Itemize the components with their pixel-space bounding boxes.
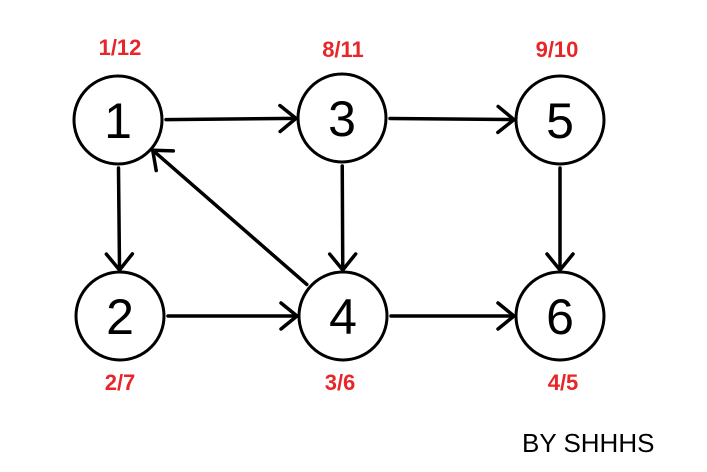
arrowhead-icon (278, 103, 298, 134)
edge-line (150, 148, 309, 287)
node-label: 3 (328, 91, 356, 147)
node-label: 2 (106, 289, 134, 345)
node-label: 4 (329, 289, 357, 345)
node-circle (514, 74, 606, 166)
arrowhead-icon (327, 252, 358, 272)
node-5: 5 (514, 74, 606, 166)
node-label: 6 (546, 289, 574, 345)
edges-layer (104, 103, 575, 331)
node-3-times: 8/11 (322, 37, 364, 62)
edge-3-to-4 (327, 164, 358, 272)
edge-line (388, 116, 516, 122)
node-circle (74, 270, 166, 362)
edge-4-to-1 (150, 148, 309, 287)
node-4: 4 (297, 270, 389, 362)
node-6-times: 4/5 (548, 370, 579, 395)
arrowhead-icon (496, 104, 516, 135)
edge-1-to-3 (164, 103, 298, 134)
credit-text: BY SHHHS (522, 428, 654, 458)
node-circle (296, 72, 388, 164)
arrowhead-icon (104, 252, 135, 272)
node-label: 5 (546, 93, 574, 149)
arrowhead-icon (150, 148, 176, 173)
node-circle (514, 270, 606, 362)
node-4-times: 3/6 (325, 370, 356, 395)
edge-2-to-4 (166, 301, 299, 331)
arrowhead-icon (545, 252, 575, 272)
nodes-layer: 1 2 3 4 5 6 (72, 72, 606, 362)
node-6: 6 (514, 270, 606, 362)
edge-4-to-6 (389, 301, 516, 331)
times-layer: 1/12 2/7 8/11 3/6 9/10 4/5 (99, 35, 579, 395)
node-1: 1 (72, 74, 164, 166)
node-3: 3 (296, 72, 388, 164)
node-2-times: 2/7 (105, 370, 136, 395)
arrowhead-icon (279, 301, 299, 331)
edge-3-to-5 (388, 104, 516, 135)
edge-line (340, 164, 345, 272)
edge-line (164, 116, 298, 122)
edge-1-to-2 (104, 166, 135, 272)
node-1-times: 1/12 (99, 35, 142, 60)
edge-line (116, 166, 122, 272)
node-circle (72, 74, 164, 166)
node-circle (297, 270, 389, 362)
node-label: 1 (104, 93, 132, 149)
node-2: 2 (74, 270, 166, 362)
edge-5-to-6 (545, 166, 575, 272)
arrowhead-icon (496, 301, 516, 331)
node-5-times: 9/10 (536, 37, 579, 62)
